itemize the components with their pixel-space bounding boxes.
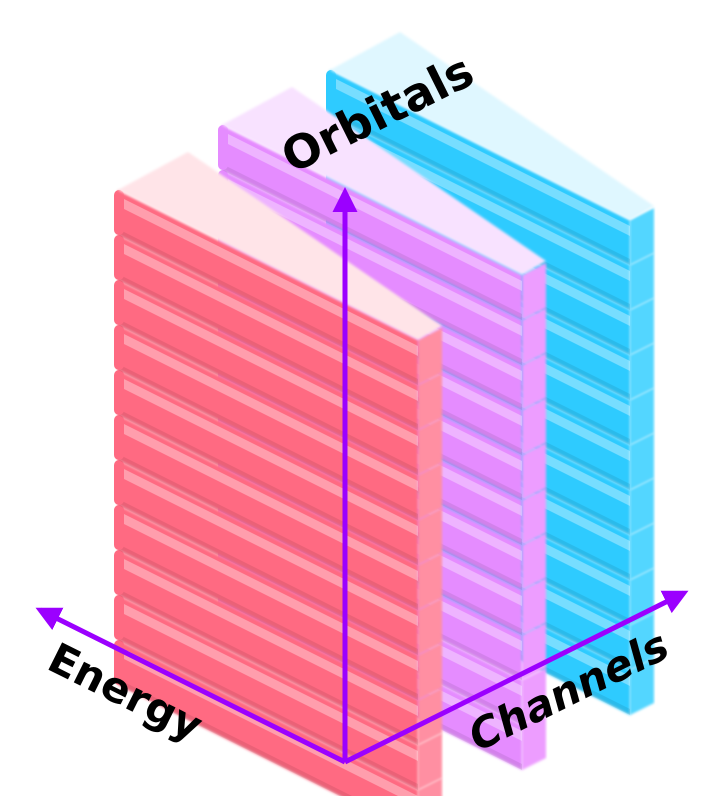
purple-slab-side	[522, 353, 546, 410]
purple-slab-side	[522, 713, 546, 770]
purple-slab-side	[522, 398, 546, 455]
red-slab-end	[114, 280, 124, 325]
red-slab-side	[418, 418, 442, 475]
purple-slab-face	[222, 125, 522, 320]
purple-slab-end	[218, 125, 228, 170]
red-slab-end	[114, 325, 124, 370]
red-slab-side	[418, 463, 442, 520]
blue-slab-side	[630, 658, 654, 715]
red-slab-groove	[118, 679, 352, 796]
blue-slab-side	[630, 208, 654, 265]
blue-slab-side	[630, 253, 654, 310]
red-slab-side	[418, 508, 442, 565]
blue-slab-side	[630, 478, 654, 535]
red-slab-side	[418, 778, 442, 796]
red-slab-end	[114, 370, 124, 415]
channels-axis	[343, 590, 689, 765]
blue-slab-side	[630, 388, 654, 445]
purple-slab-face	[222, 170, 522, 365]
red-slab-side	[418, 733, 442, 790]
red-slab-end	[114, 190, 124, 235]
red-slab-side	[418, 598, 442, 655]
blue-slab-face	[330, 70, 630, 265]
purple-slab-side	[522, 578, 546, 635]
purple-slab-side	[522, 488, 546, 545]
red-slab-side	[418, 643, 442, 700]
purple-slab-highlight	[222, 176, 522, 336]
blue-slab-side	[630, 343, 654, 400]
blue-stack-top	[330, 32, 654, 220]
blue-slab-highlight	[330, 76, 630, 236]
blue-slab-side	[630, 433, 654, 490]
blue-slab-side	[630, 613, 654, 670]
red-slab-end	[114, 235, 124, 280]
purple-stack-top	[222, 87, 546, 275]
purple-slab-side	[522, 443, 546, 500]
red-slab-end	[114, 505, 124, 550]
axes	[35, 187, 689, 765]
red-slab-end	[114, 460, 124, 505]
blue-slab-groove	[330, 109, 630, 265]
energy-axis	[35, 607, 347, 765]
blue-slab-end	[326, 70, 336, 115]
blue-slab	[326, 70, 654, 265]
blue-slab-side	[630, 298, 654, 355]
red-slab-end	[114, 595, 124, 640]
red-stack-top	[118, 152, 442, 340]
red-slab-end	[114, 550, 124, 595]
red-slab-side	[418, 553, 442, 610]
purple-slab	[218, 125, 546, 320]
purple-slab-side	[522, 308, 546, 365]
red-slab-side	[418, 328, 442, 385]
purple-slab-side	[522, 668, 546, 725]
red-slab-side	[418, 688, 442, 745]
purple-slab-groove	[222, 164, 522, 320]
red-slab-side	[418, 373, 442, 430]
purple-slab-highlight	[222, 131, 522, 291]
purple-slab-side	[522, 263, 546, 320]
purple-slab-side	[522, 533, 546, 590]
blue-slab-highlight	[330, 121, 630, 281]
red-slab-end	[114, 415, 124, 460]
blue-slab-side	[630, 523, 654, 580]
blue-slab-face	[330, 115, 630, 310]
